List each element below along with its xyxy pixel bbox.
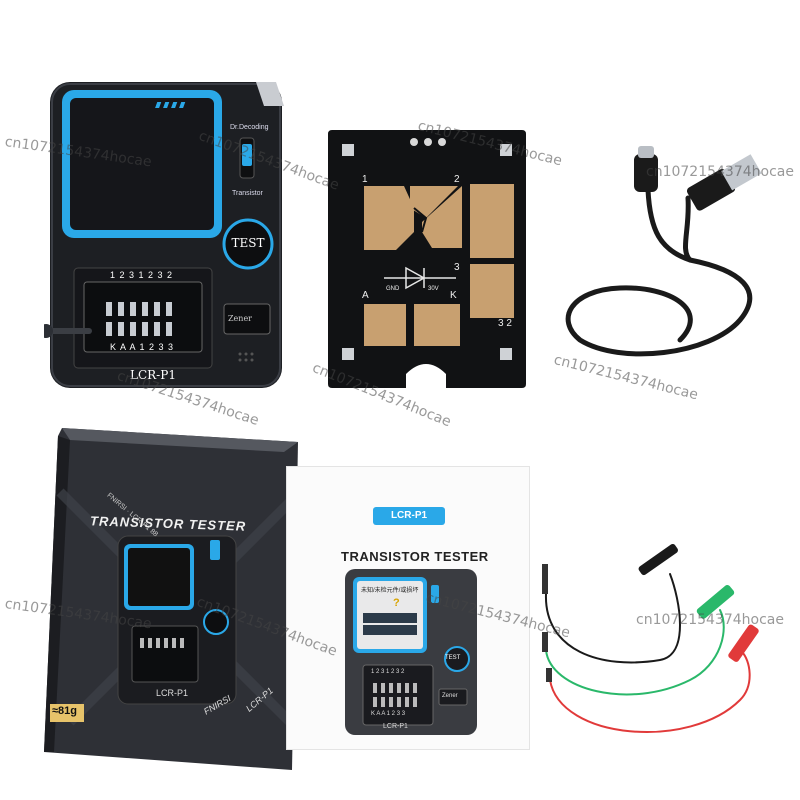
device-model-label: LCR-P1 xyxy=(130,368,176,382)
adapter-board: 1 2 3 A K 3 2 GND 30V xyxy=(326,128,528,390)
pin-2-label: 2 xyxy=(454,174,460,185)
test-button[interactable]: TEST xyxy=(231,236,265,250)
socket-bottom-label: K A A 1 2 3 3 xyxy=(110,342,175,352)
usb-cable xyxy=(560,140,775,380)
manual-title: TRANSISTOR TESTER xyxy=(341,549,489,564)
zener-high-label: 30V xyxy=(428,286,439,292)
weight-badge: ≈81g xyxy=(52,705,77,717)
pin-32-label: 3 2 xyxy=(498,318,512,329)
socket-top-label: 1 2 3 1 2 3 2 xyxy=(110,270,174,280)
transistor-tester-device: Dr.Decoding Transistor TEST 1 2 3 1 2 3 … xyxy=(44,78,289,394)
mode-bottom-label: Transistor xyxy=(232,190,263,197)
pin-1-label: 1 xyxy=(362,174,368,185)
zener-low-label: GND xyxy=(386,286,400,292)
pin-k-label: K xyxy=(450,290,457,301)
test-lead-clips xyxy=(520,540,780,760)
manual-socket-bottom: K A A 1 2 3 3 xyxy=(371,711,406,717)
manual-socket-top: 1 2 3 1 2 3 2 xyxy=(371,669,405,675)
manual-test-button: TEST xyxy=(445,655,461,661)
box-model: LCR-P1 xyxy=(156,688,189,698)
manual-zener-label: Zener xyxy=(442,693,458,699)
retail-box: TRANSISTOR TESTER FNIRSI · LCR-P1 88 LCR… xyxy=(40,422,298,772)
mode-top-label: Dr.Decoding xyxy=(230,124,269,131)
manual-screen-text: 未知/未检元件/或损坏 xyxy=(361,588,419,594)
manual-badge: LCR-P1 xyxy=(373,507,445,525)
zener-label: Zener xyxy=(228,314,253,323)
pin-a-label: A xyxy=(362,290,369,301)
pin-3-label: 3 xyxy=(454,262,460,273)
manual-model: LCR-P1 xyxy=(383,723,408,730)
manual-screen-question: ? xyxy=(393,597,400,609)
user-manual: LCR-P1 TRANSISTOR TESTER 未知/未检元件/或损坏 ? T… xyxy=(286,466,530,750)
